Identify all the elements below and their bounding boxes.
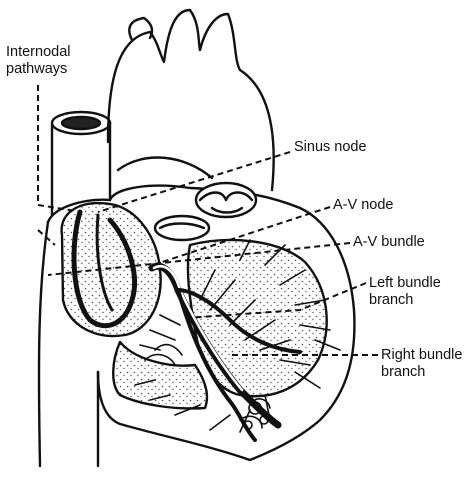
leader-sinus-node xyxy=(97,151,291,213)
label-av-node: A-V node xyxy=(333,197,394,213)
left-branch-path xyxy=(176,288,302,354)
leader-av-bundle xyxy=(47,242,351,276)
left-ventricle xyxy=(186,238,328,398)
label-internodal-line1: Internodal xyxy=(6,44,71,60)
av-bundle-path xyxy=(148,262,282,429)
label-av-bundle: A-V bundle xyxy=(353,234,425,250)
label-internodal-pathways: Internodal pathways xyxy=(6,44,71,78)
label-right-bundle-line1: Right bundle xyxy=(381,347,463,363)
right-ventricle xyxy=(112,340,209,410)
label-internodal-line2: pathways xyxy=(6,61,68,77)
label-left-bundle-line1: Left bundle xyxy=(369,275,441,291)
label-sinus-node: Sinus node xyxy=(294,139,367,155)
label-right-bundle-line2: branch xyxy=(381,364,426,380)
aorta xyxy=(106,8,275,192)
superior-vena-cava xyxy=(50,120,112,217)
leader-internodal xyxy=(37,85,83,213)
label-right-bundle-branch: Right bundle branch xyxy=(381,347,462,381)
label-left-bundle-line2: branch xyxy=(369,292,414,308)
leader-left-bundle xyxy=(185,282,367,319)
label-left-bundle-branch: Left bundle branch xyxy=(369,275,441,309)
leader-internodal-2 xyxy=(37,229,56,246)
leader-av-node xyxy=(149,206,331,267)
